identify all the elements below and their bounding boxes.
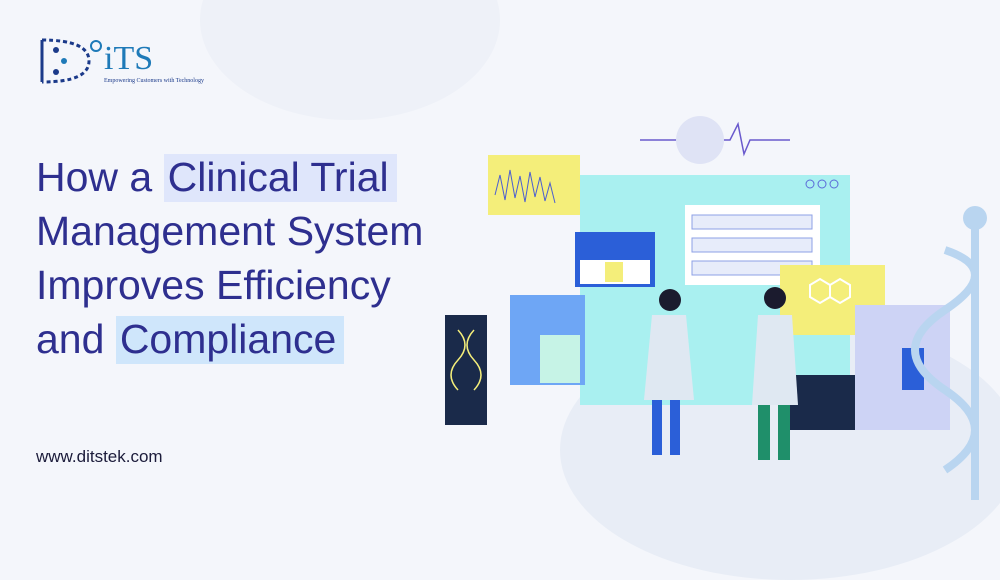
clinical-illustration — [445, 116, 987, 500]
logo-text: iTS — [104, 40, 154, 77]
headline-line2: Management System — [36, 208, 424, 254]
scientist-figure — [644, 315, 694, 400]
headline-highlight: Compliance — [115, 316, 345, 364]
logo-d-icon — [40, 38, 102, 84]
waveform-card — [488, 155, 580, 215]
logo-tagline: Empowering Customers with Technology — [104, 78, 204, 84]
headline: How a Clinical Trial Management System I… — [36, 150, 423, 366]
headline-line3: Improves Efficiency — [36, 262, 391, 308]
headline-line1: How a Clinical Trial — [36, 154, 397, 202]
scientist-figure — [752, 315, 798, 405]
caduceus-icon — [911, 210, 979, 500]
data-panel — [790, 375, 860, 430]
headline-line4: and Compliance — [36, 316, 345, 364]
website-link[interactable]: www.ditstek.com — [36, 447, 163, 466]
headline-highlight: Clinical Trial — [163, 154, 397, 202]
logo: iTS Empowering Customers with Technology — [34, 36, 204, 86]
